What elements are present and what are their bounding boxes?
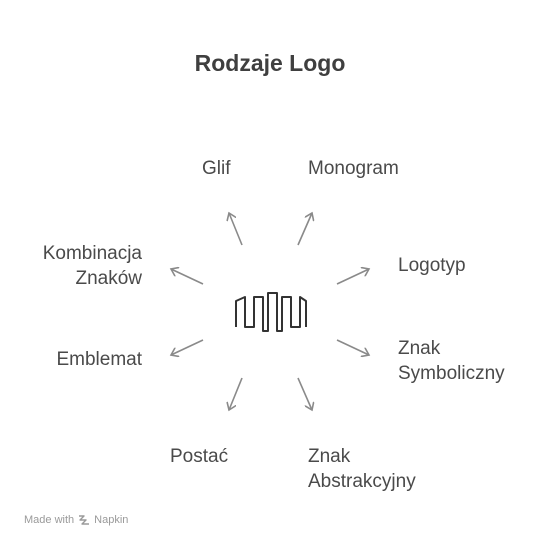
label-znak-abstrakcyjny-line2: Abstrakcyjny [308, 471, 416, 492]
arrow-znak-abstrakcyjny [297, 377, 312, 410]
label-logotyp: Logotyp [398, 253, 466, 278]
label-postac: Postać [170, 444, 228, 469]
label-znak-symboliczny: Znak Symboliczny [398, 336, 505, 386]
arrow-glif [229, 213, 243, 246]
label-emblemat-text: Emblemat [56, 349, 142, 370]
diagram-title: Rodzaje Logo [194, 50, 346, 76]
label-emblemat: Emblemat [56, 347, 142, 372]
label-znak-symboliczny-line2: Symboliczny [398, 363, 505, 384]
napkin-logo-icon [79, 515, 90, 525]
footer-attribution[interactable]: Made with Napkin [24, 514, 128, 526]
arrow-emblemat [171, 339, 204, 355]
arrow-znak-symboliczny [336, 339, 369, 355]
label-znak-symboliczny-line1: Znak [398, 338, 441, 359]
label-znak-abstrakcyjny-line1: Znak [308, 446, 351, 467]
arrow-postac [229, 377, 243, 410]
label-monogram-text: Monogram [308, 158, 399, 179]
label-logotyp-text: Logotyp [398, 255, 466, 276]
label-kombinacja-znakow: Kombinacja Znaków [43, 241, 142, 291]
label-kombinacja-line1: Kombinacja [42, 243, 142, 264]
label-znak-abstrakcyjny: Znak Abstrakcyjny [308, 444, 416, 494]
label-glif-text: Glif [202, 158, 231, 179]
label-glif: Glif [202, 156, 231, 181]
label-postac-text: Postać [170, 446, 229, 467]
arrow-logotyp [336, 269, 369, 285]
label-monogram: Monogram [308, 156, 399, 181]
footer-made-with: Made with [24, 514, 75, 526]
wave-logo-icon [235, 292, 307, 332]
arrow-monogram [297, 213, 312, 246]
arrow-kombinacja [171, 269, 204, 285]
footer-brand[interactable]: Napkin [94, 514, 129, 526]
label-kombinacja-line2: Znaków [75, 268, 142, 289]
